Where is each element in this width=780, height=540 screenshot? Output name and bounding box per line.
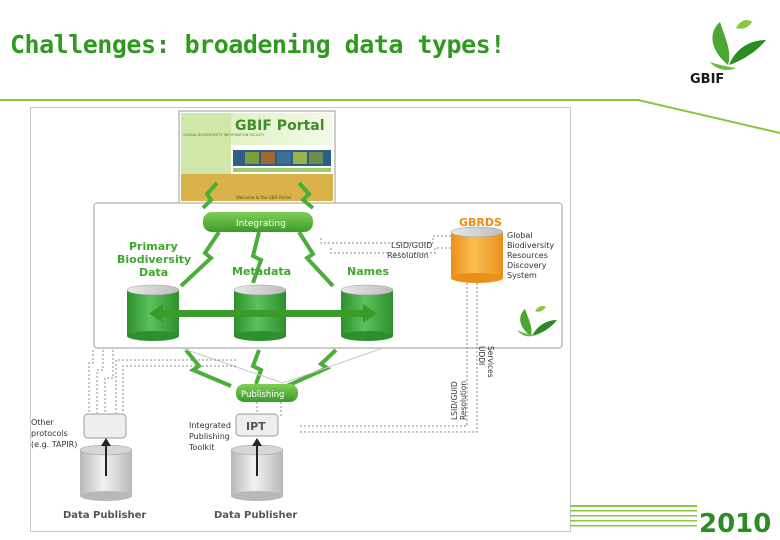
data-publisher-right-label: Data Publisher	[214, 510, 297, 521]
architecture-diagram: GBIF Portal GLOBAL BIODIVERSITY INFORMAT…	[31, 110, 563, 521]
title-divider-slant	[637, 99, 780, 134]
gbrds-cylinder	[450, 226, 504, 283]
panel-to-other-protocols-1	[88, 350, 94, 413]
gbrds-desc-3: Resources	[507, 251, 548, 260]
data-publisher-right-cylinder	[230, 438, 284, 501]
gbrds-link-bottom	[330, 247, 451, 254]
lsid-vertical-line2: Resolution	[459, 381, 468, 420]
ipt-desc-3: Toolkit	[188, 443, 215, 452]
gbif-logo-text: GBIF	[690, 72, 725, 87]
slide-title: Challenges: broadening data types!	[10, 30, 505, 59]
portal-sidebar-text: GLOBAL BIODIVERSITY INFORMATION FACILITY	[183, 133, 265, 137]
integrating-connector: Integrating	[203, 212, 313, 232]
publishing-connector: Publishing	[236, 384, 298, 402]
gbrds-desc-1: Global	[507, 231, 533, 240]
primary-label-line1: Primary	[129, 240, 178, 253]
gbrds-desc-4: Discovery	[507, 261, 547, 270]
integrating-label: Integrating	[236, 219, 286, 229]
gbrds-desc-2: Biodiversity	[507, 241, 554, 250]
uddi-vertical-line2: Services	[486, 346, 495, 378]
integrating-to-primary	[179, 230, 221, 288]
data-exchange-arrow	[149, 304, 377, 323]
ipt-box: IPT	[235, 413, 279, 437]
gbrds-to-ipt-2	[299, 283, 478, 433]
publishing-label: Publishing	[241, 390, 284, 400]
metadata-to-publishing	[250, 349, 264, 385]
data-publisher-left-label: Data Publisher	[63, 510, 146, 521]
panel-to-other-protocols-2	[96, 350, 104, 413]
gbif-leaf-icon	[517, 306, 557, 337]
primary-to-publishing	[184, 348, 232, 388]
gbrds-link-top	[320, 235, 451, 244]
other-protocols-line1: Other	[31, 418, 54, 427]
portal-to-integrating-right	[297, 181, 315, 210]
metadata-label: Metadata	[232, 265, 291, 278]
names-to-publishing	[286, 348, 338, 388]
panel-to-other-protocols-5	[122, 365, 236, 413]
year-badge-icon: 2010	[697, 505, 780, 540]
other-protocols-box	[83, 413, 127, 439]
architecture-figure: GBIF Portal GLOBAL BIODIVERSITY INFORMAT…	[30, 107, 571, 532]
gbif-portal-screenshot: GBIF Portal GLOBAL BIODIVERSITY INFORMAT…	[178, 110, 336, 204]
title-divider	[0, 99, 640, 101]
other-protocols-line3: (e.g. TAPIR)	[31, 440, 77, 449]
other-protocols-line2: protocols	[31, 429, 68, 438]
primary-label-line3: Data	[139, 266, 168, 279]
data-publisher-left-cylinder	[79, 438, 133, 501]
names-cylinder	[340, 284, 394, 341]
uddi-vertical-line1: UDDI	[477, 346, 486, 365]
panel-to-other-protocols-3	[104, 350, 114, 413]
portal-to-integrating-left	[201, 181, 219, 210]
integrating-to-metadata	[250, 231, 264, 284]
ipt-desc-2: Publishing	[189, 432, 230, 441]
gbrds-title: GBRDS	[459, 216, 502, 229]
lsid-top-line1: LSID/GUID	[391, 241, 432, 250]
gbrds-desc-5: System	[507, 271, 537, 280]
year-badge-text: 2010	[699, 509, 771, 539]
footer-stripes	[570, 505, 780, 527]
ipt-desc-1: Integrated	[189, 421, 231, 430]
ipt-label: IPT	[246, 420, 266, 433]
names-label: Names	[347, 265, 390, 278]
lsid-top-line2: Resolution	[387, 251, 429, 260]
gbif-logo-icon	[710, 20, 766, 70]
panel-to-other-protocols-4	[115, 359, 236, 413]
portal-welcome: Welcome to the GBIF Portal	[236, 195, 291, 200]
portal-title: GBIF Portal	[235, 118, 325, 134]
primary-label-line2: Biodiversity	[117, 253, 191, 266]
integrating-to-names	[297, 230, 335, 288]
lsid-vertical-line1: LSID/GUID	[450, 381, 459, 420]
